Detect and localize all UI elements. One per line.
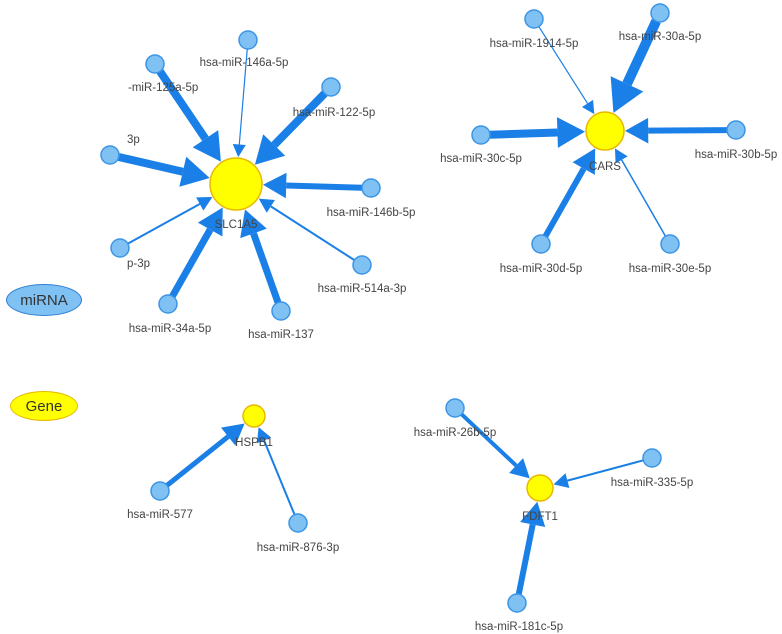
mirna-node[interactable] (238, 30, 258, 50)
mirna-label: hsa-miR-26b-5p (414, 427, 496, 439)
edge-arrowhead (240, 209, 267, 239)
mirna-node[interactable] (524, 9, 544, 29)
mirna-node[interactable] (361, 178, 381, 198)
edges (117, 19, 728, 595)
mirna-node[interactable] (158, 294, 178, 314)
edge-arrowhead (257, 427, 272, 444)
edge-arrowhead (197, 207, 223, 237)
edge-m18-FDFT1 (460, 412, 518, 467)
edge-m9-SLC1A5 (250, 232, 282, 304)
edge-m8-SLC1A5 (169, 227, 214, 298)
edge-m6-SLC1A5 (127, 203, 201, 245)
mirna-node[interactable] (150, 481, 170, 501)
gene-label: CARS (589, 161, 621, 173)
edge-m13-CARS (648, 127, 728, 134)
edge-m11-CARS (622, 19, 661, 86)
edge-arrowhead (509, 458, 530, 479)
mirna-node[interactable] (471, 125, 491, 145)
mirna-label: hsa-miR-137 (248, 329, 314, 341)
mirna-node[interactable] (642, 448, 662, 468)
edge-arrowhead (520, 501, 546, 527)
edge-m16-HSPB1 (165, 434, 230, 488)
legend-mirna-label: miRNA (20, 291, 68, 309)
mirna-node[interactable] (352, 255, 372, 275)
mirna-label: 3p (127, 134, 140, 146)
edge-arrowhead (572, 148, 596, 175)
edge-m17-HSPB1 (263, 440, 296, 516)
mirna-node[interactable] (100, 145, 120, 165)
mirna-label: hsa-miR-30c-5p (440, 153, 522, 165)
edge-arrowhead (614, 148, 628, 164)
gene-label: HSPB1 (235, 437, 273, 449)
edge-arrowhead (192, 130, 221, 162)
edge-arrowhead (258, 198, 275, 213)
gene-label: SLC1A5 (215, 219, 258, 231)
edge-arrowhead (581, 99, 595, 115)
labels: hsa-miR-146a-5p -miR-125a-5p hsa-miR-122-5… (127, 31, 777, 633)
mirna-label: hsa-miR-146a-5p (200, 57, 289, 69)
mirna-label: hsa-miR-514a-3p (318, 283, 407, 295)
mirna-label: hsa-miR-876-3p (257, 542, 339, 554)
edge-arrowhead (232, 143, 246, 158)
edge-arrowhead (553, 473, 570, 488)
edge-m20-FDFT1 (515, 523, 536, 595)
edge-m5-SLC1A5 (286, 182, 363, 191)
mirna-node[interactable] (145, 54, 165, 74)
mirna-label: hsa-miR-577 (127, 509, 193, 521)
edge-m1-SLC1A5 (238, 48, 248, 145)
edge-arrowhead (556, 117, 586, 148)
mirna-label: hsa-miR-30a-5p (619, 31, 701, 43)
edge-arrowhead (262, 172, 287, 199)
legend-mirna: miRNA (6, 284, 82, 316)
edge-m12-CARS (489, 128, 558, 139)
mirna-node[interactable] (110, 238, 130, 258)
mirna-label: hsa-miR-122-5p (293, 107, 375, 119)
mirna-label: -miR-125a-5p (128, 82, 198, 94)
edge-m15-CARS (620, 159, 667, 237)
mirna-node[interactable] (660, 234, 680, 254)
edge-m4-SLC1A5 (117, 153, 184, 176)
gene-node[interactable] (209, 157, 263, 211)
mirna-node[interactable] (445, 398, 465, 418)
mirna-label: hsa-miR-30d-5p (500, 263, 582, 275)
mirna-node[interactable] (271, 301, 291, 321)
mirna-label: hsa-miR-1914-5p (490, 38, 579, 50)
edge-m19-FDFT1 (567, 459, 644, 482)
gene-node[interactable] (242, 404, 266, 428)
gene-node[interactable] (526, 474, 554, 502)
edge-arrowhead (221, 423, 245, 446)
nodes (100, 3, 746, 613)
edge-m3-SLC1A5 (271, 90, 328, 148)
edge-m14-CARS (542, 167, 587, 238)
gene-label: FDFT1 (522, 511, 558, 523)
mirna-node[interactable] (531, 234, 551, 254)
gene-node[interactable] (585, 111, 625, 151)
edge-arrowhead (179, 156, 210, 187)
mirna-label: hsa-miR-34a-5p (129, 323, 211, 335)
mirna-label: hsa-miR-30b-5p (695, 149, 777, 161)
legend-gene: Gene (10, 391, 78, 421)
edge-m10-CARS (538, 26, 589, 104)
mirna-node[interactable] (321, 77, 341, 97)
mirna-node[interactable] (507, 593, 527, 613)
edge-arrowhead (610, 76, 644, 113)
mirna-node[interactable] (650, 3, 670, 23)
legend-gene-label: Gene (25, 397, 63, 415)
mirna-label: hsa-miR-181c-5p (475, 621, 563, 633)
edge-arrowhead (254, 134, 286, 165)
mirna-label: hsa-miR-335-5p (611, 477, 693, 489)
edge-m7-SLC1A5 (270, 205, 355, 261)
mirna-label: hsa-miR-30e-5p (629, 263, 711, 275)
mirna-label: hsa-miR-146b-5p (327, 207, 416, 219)
edge-arrowhead (196, 197, 213, 211)
mirna-node[interactable] (288, 513, 308, 533)
edge-arrowhead (624, 117, 649, 144)
edge-m2-SLC1A5 (156, 69, 209, 141)
mirna-node[interactable] (726, 120, 746, 140)
mirna-label: p-3p (127, 258, 150, 270)
